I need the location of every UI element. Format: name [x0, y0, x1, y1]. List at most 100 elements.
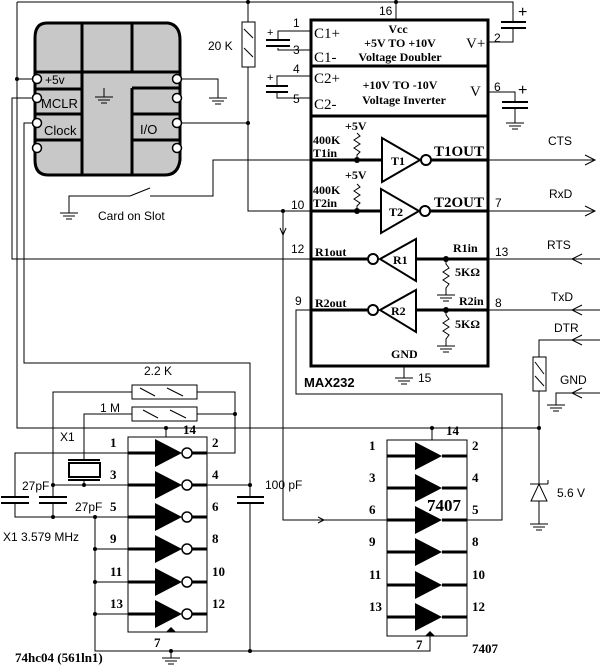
output-pin-label: 12 — [472, 599, 485, 614]
inverter-gate — [155, 535, 182, 563]
ground-icon — [208, 97, 228, 105]
card-pads — [31, 73, 183, 154]
pad — [171, 117, 183, 129]
c1m-label: C1- — [314, 50, 337, 66]
crystal-ref: X1 — [60, 430, 75, 444]
pin-7: 7 — [495, 196, 502, 210]
r1in-label: R1in — [453, 241, 478, 255]
output-pin-label: 4 — [212, 467, 219, 482]
inverter-label: Voltage Inverter — [362, 93, 447, 107]
pad — [171, 92, 183, 104]
inverter-gate — [155, 568, 182, 596]
pin-9: 9 — [295, 294, 302, 308]
ic7407-body-label: 7407 — [427, 496, 462, 515]
inverter-bubble — [181, 479, 193, 491]
inverter-gate — [155, 600, 182, 628]
t1out-label: T1OUT — [434, 144, 484, 160]
buffer-gate — [415, 571, 442, 599]
contact-io-label: I/O — [140, 122, 157, 137]
output-pin-label: 10 — [212, 564, 225, 579]
ic7407-name: 7407 — [472, 641, 499, 656]
ground-icon — [161, 657, 181, 665]
buffer-gate — [415, 442, 442, 470]
r1-res-label: 5KΩ — [455, 265, 480, 279]
smartcard-connector: +5v MCLR Clock I/O — [31, 21, 183, 177]
max232-name: MAX232 — [304, 375, 355, 390]
cap-polarity: + + + + — [267, 4, 527, 99]
txd-label: TxD — [551, 290, 573, 304]
input-pin-label: 3 — [369, 470, 376, 485]
c1p-label: C1+ — [314, 26, 340, 42]
inverter-range: +10V TO -10V — [363, 78, 438, 92]
contact-clock-label: Clock — [44, 123, 77, 138]
pad — [31, 142, 43, 154]
resistor-20k — [241, 21, 256, 68]
svg-text:+: + — [518, 82, 527, 99]
t2in-label: T2in — [313, 196, 337, 210]
r1-label: R1 — [393, 253, 408, 267]
inverter-bubble — [181, 447, 193, 459]
buffer-gate — [415, 538, 442, 566]
pin-16: 16 — [379, 4, 393, 18]
hc04-gnd-pin: 7 — [154, 635, 161, 650]
inverter-bubble — [181, 608, 193, 620]
r-pullup-label: 20 K — [208, 39, 233, 53]
doubler-label: Voltage Doubler — [358, 50, 442, 64]
hc04-vcc-pin: 14 — [183, 422, 197, 437]
crystal-x1 — [68, 459, 101, 481]
ic7407-vcc-pin: 14 — [446, 423, 460, 438]
r2-label: R2 — [391, 304, 406, 318]
t2in-res-label: 400K — [313, 183, 341, 197]
pin-10: 10 — [291, 198, 305, 212]
input-pin-label: 11 — [110, 564, 122, 579]
r2in-label: R2in — [459, 294, 484, 308]
output-pin-label: 5 — [472, 502, 479, 517]
pin-2: 2 — [494, 31, 501, 45]
inverter-gate — [155, 439, 182, 467]
capacitors — [1, 21, 528, 504]
card-ground-icon — [94, 88, 114, 104]
c2-label: 27pF — [75, 500, 102, 514]
pin-4: 4 — [293, 62, 300, 76]
max232-chip: Vcc +5V TO +10V Voltage Doubler +10V TO … — [291, 4, 509, 390]
pad — [171, 73, 183, 85]
input-pin-label: 9 — [369, 534, 376, 549]
input-pin-label: 11 — [369, 567, 381, 582]
dtr-label: DTR — [554, 321, 579, 335]
rxd-label: RxD — [549, 187, 573, 201]
crystal-spec: X1 3.579 MHz — [3, 530, 79, 544]
output-pin-label: 2 — [472, 438, 479, 453]
driver-t1 — [381, 136, 422, 184]
ground-icon — [546, 404, 566, 412]
card-switch-label: Card on Slot — [98, 209, 165, 223]
buffer-gate — [415, 474, 442, 502]
pad — [31, 73, 43, 85]
wires — [11, 0, 600, 658]
output-pin-label: 12 — [212, 596, 225, 611]
c2p-label: C2+ — [314, 71, 340, 87]
pad — [31, 117, 43, 129]
cts-label: CTS — [548, 134, 572, 148]
pin-5: 5 — [293, 92, 300, 106]
t1in-label: T1in — [313, 146, 337, 160]
resistor-dtr — [532, 356, 547, 392]
c1-label: 27pF — [22, 479, 49, 493]
ground-icon — [394, 377, 414, 385]
pin-6: 6 — [494, 80, 501, 94]
svg-text:+: + — [267, 27, 273, 39]
ground-icon — [505, 122, 525, 130]
input-pin-label: 13 — [369, 599, 383, 614]
inverter-bubble — [181, 511, 193, 523]
contact-mclr-label: MCLR — [41, 96, 78, 111]
hc04-name: 74hc04 (561ln1) — [15, 650, 103, 665]
pin-3: 3 — [293, 43, 300, 57]
zener-label: 5.6 V — [557, 486, 585, 500]
svg-text:+: + — [267, 72, 273, 84]
labels: CTS RxD RTS TxD DTR GND 5.6 V 20 K Card … — [3, 39, 587, 544]
resistor-1m — [131, 406, 198, 422]
r2-res-label: 5KΩ — [455, 317, 480, 331]
